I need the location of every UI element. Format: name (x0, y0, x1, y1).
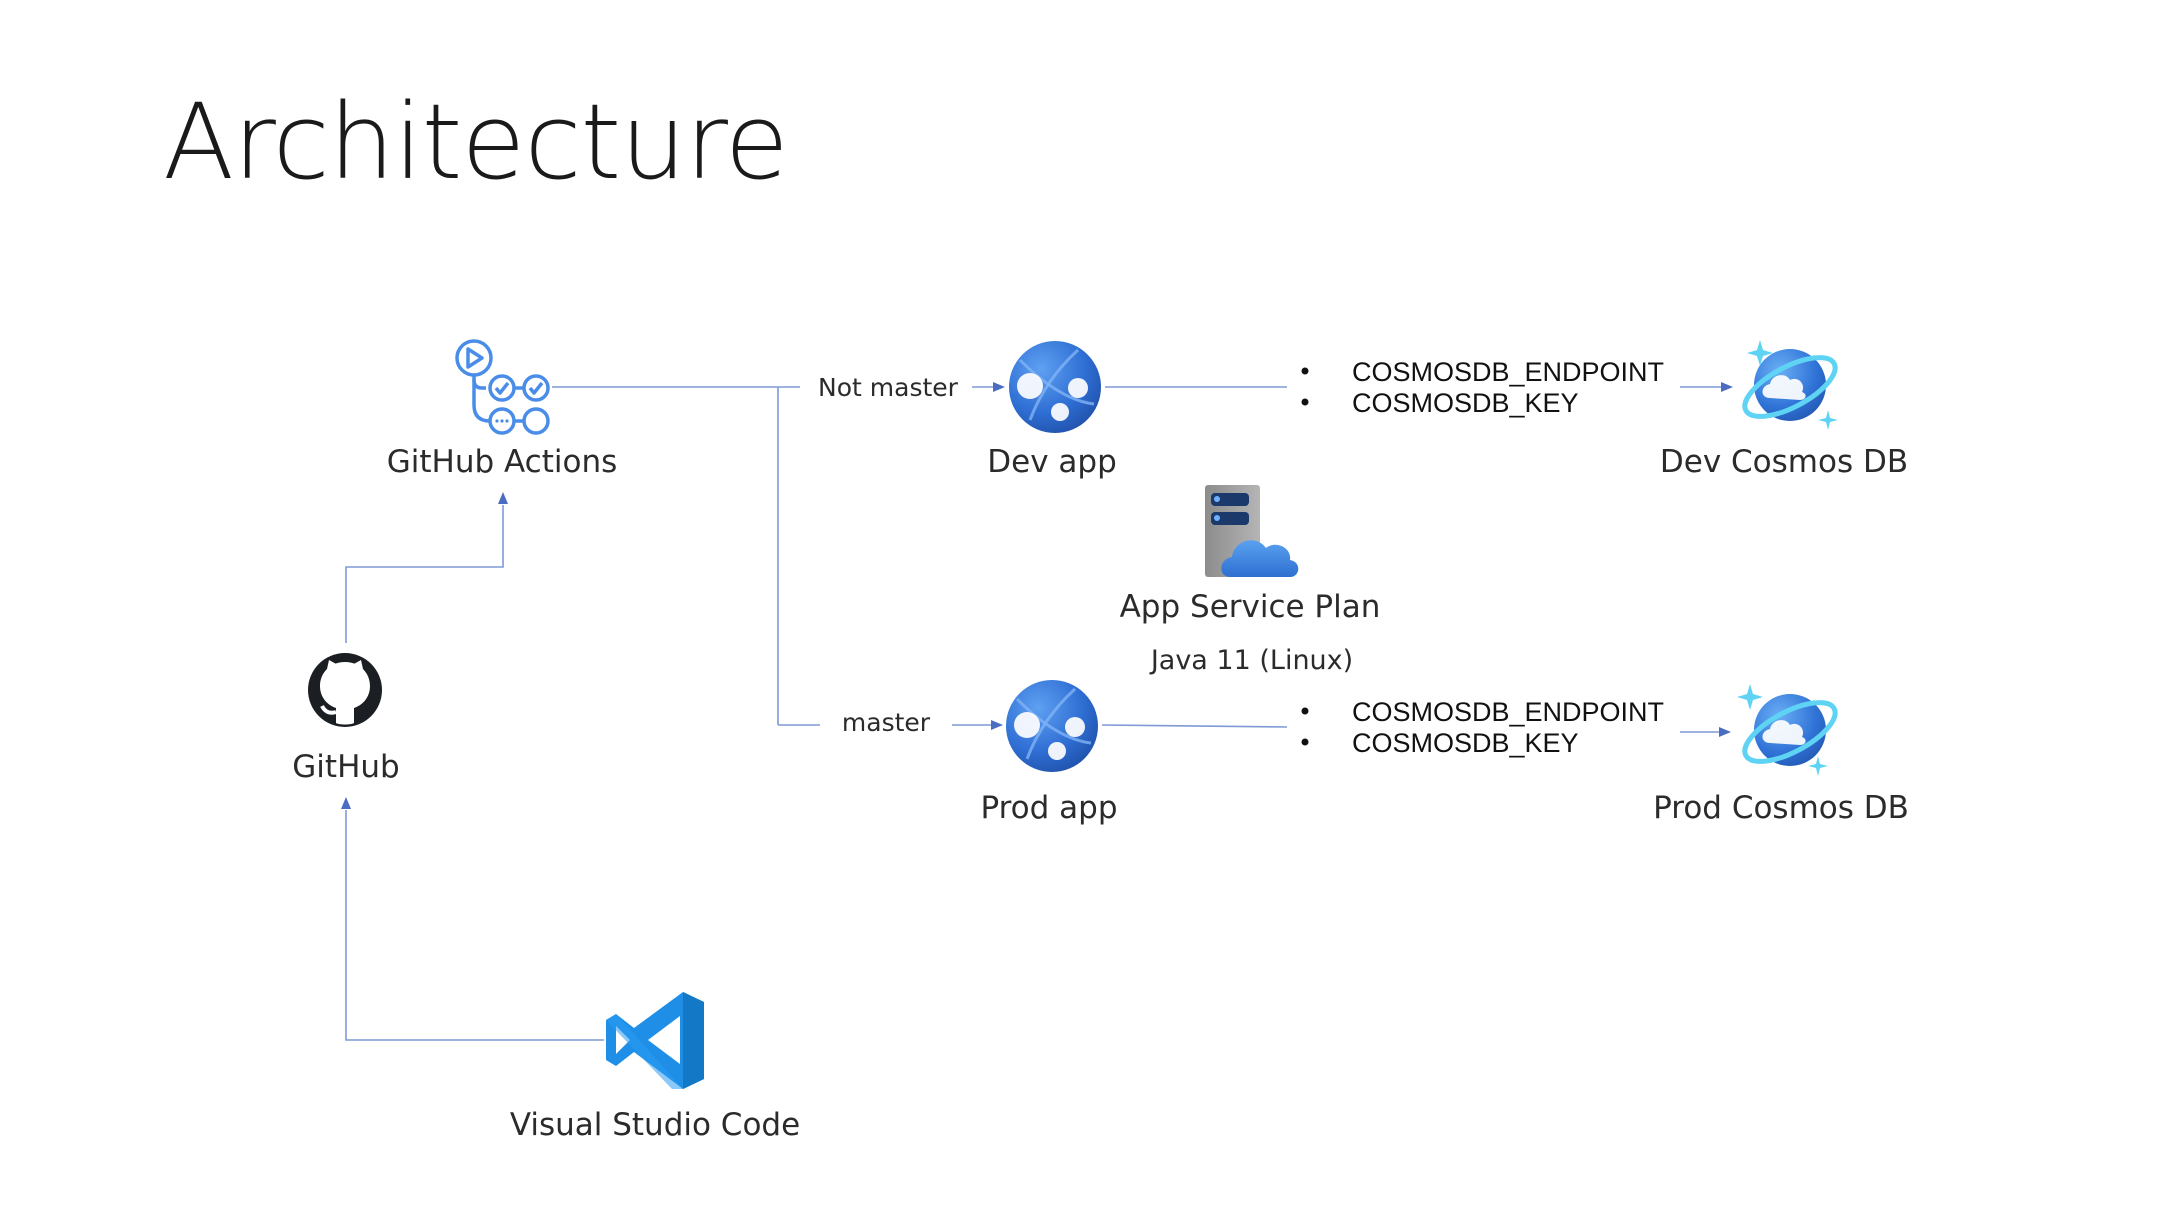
connector-master-to-prod-app (952, 720, 1003, 730)
label-app-service-plan: App Service Plan (1120, 589, 1381, 625)
label-runtime: Java 11 (Linux) (1149, 645, 1353, 676)
app-service-icon (1006, 680, 1098, 772)
slide-title: Architecture (163, 81, 789, 203)
connector-env-to-prod-cosmos (1680, 727, 1731, 737)
bullet (1301, 398, 1309, 406)
connector-vscode-to-github (341, 797, 604, 1041)
bullet (1301, 707, 1309, 715)
connector-actions-to-branches (552, 386, 820, 726)
env-var-item: COSMOSDB_ENDPOINT (1352, 357, 1664, 387)
app-service-plan-icon (1205, 485, 1299, 577)
label-vscode: Visual Studio Code (510, 1107, 800, 1143)
bullet (1301, 738, 1309, 746)
label-github: GitHub (292, 749, 399, 785)
cosmos-db-icon (1742, 340, 1838, 430)
env-vars-prod: COSMOSDB_ENDPOINT COSMOSDB_KEY (1301, 697, 1664, 758)
node-dev-cosmos-db: Dev Cosmos DB (1660, 340, 1908, 480)
connector-prod-app-to-env (1101, 724, 1288, 728)
vscode-icon (606, 992, 704, 1089)
label-dev-cosmos-db: Dev Cosmos DB (1660, 444, 1908, 480)
env-vars-dev: COSMOSDB_ENDPOINT COSMOSDB_KEY (1301, 357, 1664, 418)
bullet (1301, 367, 1309, 375)
cosmos-db-icon (1737, 684, 1838, 776)
node-vscode: Visual Studio Code (510, 992, 800, 1143)
app-service-icon (1009, 341, 1101, 433)
label-prod-cosmos-db: Prod Cosmos DB (1653, 790, 1909, 826)
env-var-item: COSMOSDB_ENDPOINT (1352, 697, 1664, 727)
github-icon (308, 653, 382, 727)
label-dev-app: Dev app (987, 444, 1117, 480)
edge-label-master: master (842, 708, 931, 737)
node-prod-cosmos-db: Prod Cosmos DB (1653, 684, 1909, 826)
node-dev-app: Dev app (987, 341, 1117, 480)
node-prod-app: Prod app (980, 680, 1118, 826)
label-github-actions: GitHub Actions (387, 444, 618, 480)
env-var-item: COSMOSDB_KEY (1352, 388, 1579, 418)
node-app-service-plan: App Service Plan Java 11 (Linux) (1120, 485, 1381, 676)
node-github: GitHub (292, 653, 400, 785)
connector-env-to-dev-cosmos (1680, 382, 1733, 392)
edge-label-not-master: Not master (818, 373, 959, 402)
node-github-actions: GitHub Actions (387, 339, 618, 480)
connector-not-master-to-dev-app (972, 382, 1005, 392)
env-var-item: COSMOSDB_KEY (1352, 728, 1579, 758)
label-prod-app: Prod app (980, 790, 1117, 826)
github-actions-icon (455, 339, 550, 435)
connector-github-to-actions (345, 492, 508, 643)
